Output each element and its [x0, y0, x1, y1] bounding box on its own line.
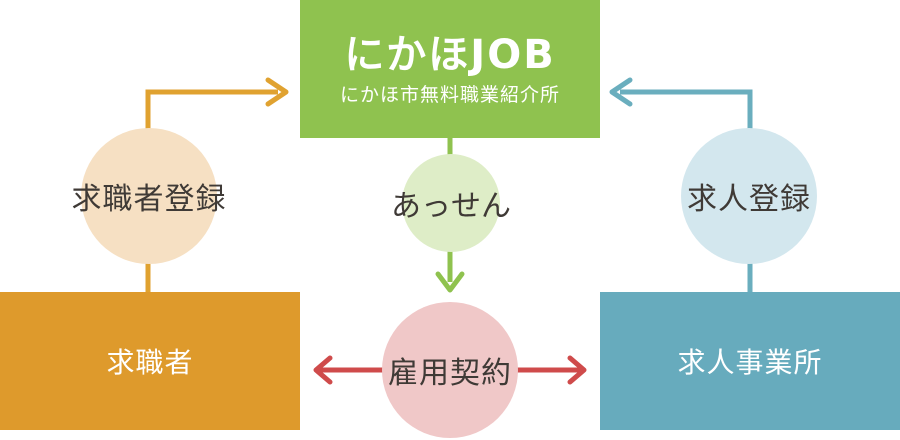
middle-connector-arrowhead	[435, 271, 465, 293]
center-title: にかほJOB	[344, 31, 556, 78]
right-link-circle: 求人登録	[681, 128, 817, 264]
middle-link-label: あっせん	[391, 189, 511, 224]
left-node-label: 求職者	[106, 346, 194, 379]
bottom-connector-arrowhead-left	[313, 355, 333, 385]
right-node-label: 求人事業所	[677, 346, 823, 379]
left-link-label: 求職者登録	[71, 182, 227, 217]
middle-link-circle: あっせん	[391, 154, 511, 252]
center-subtitle: にかほ市無料職業紹介所	[339, 83, 560, 106]
right-node: 求人事業所	[600, 292, 900, 430]
left-link-circle: 求職者登録	[72, 128, 226, 264]
bottom-link-circle: 雇用契約	[382, 302, 518, 438]
bottom-link-label: 雇用契約	[388, 356, 512, 391]
right-connector-arrowhead	[609, 77, 633, 107]
center-node: にかほJOB にかほ市無料職業紹介所	[300, 0, 600, 138]
left-connector-arrowhead	[265, 77, 289, 107]
bottom-connector-arrowhead-right	[567, 355, 587, 385]
right-link-label: 求人登録	[687, 182, 811, 217]
left-node: 求職者	[0, 292, 300, 430]
